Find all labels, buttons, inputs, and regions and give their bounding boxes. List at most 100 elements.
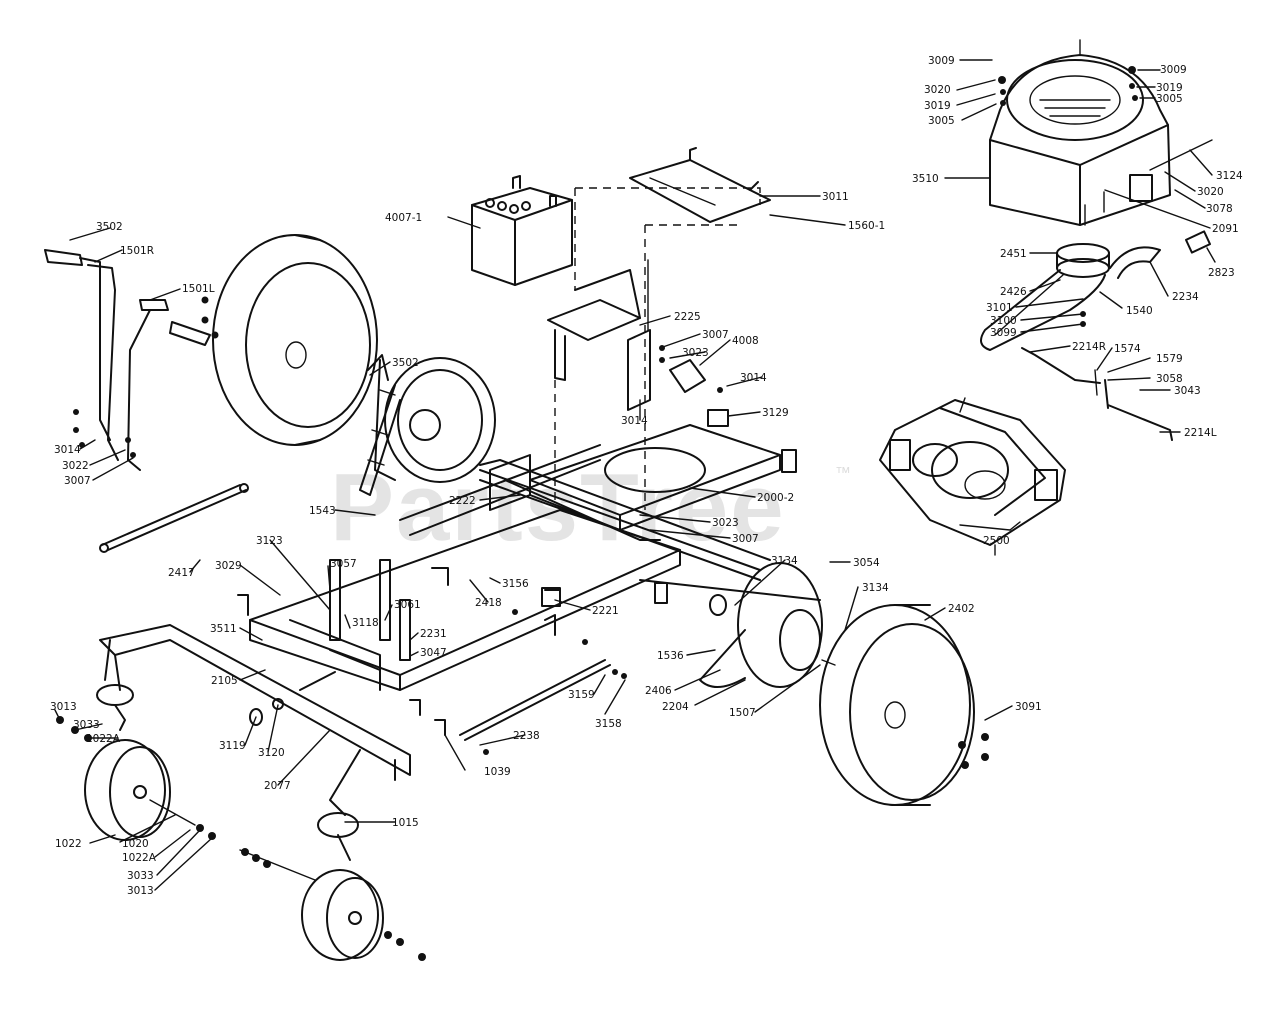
callout-4008: 4008	[732, 335, 759, 347]
misc-hardware	[237, 449, 797, 755]
callout-1560-1: 1560-1	[848, 220, 885, 232]
callout-3023: 3023	[682, 347, 709, 359]
callout-3019: 3019	[1156, 82, 1183, 94]
callout-3159: 3159	[568, 689, 595, 701]
callout-2426: 2426	[1000, 286, 1027, 298]
tie-rod	[459, 659, 611, 741]
callout-2451: 2451	[1000, 248, 1027, 260]
callout-3156: 3156	[502, 578, 529, 590]
callout-1022: 1022	[55, 838, 82, 850]
callout-3134: 3134	[771, 555, 798, 567]
callout-2406: 2406	[645, 685, 672, 697]
callout-3511: 3511	[210, 623, 237, 635]
right-pulley	[699, 562, 836, 688]
callout-3009: 3009	[1160, 64, 1187, 76]
callout-3019: 3019	[924, 100, 951, 112]
callout-3014: 3014	[740, 372, 767, 384]
callout-2077: 2077	[264, 780, 291, 792]
callout-1020: 1020	[122, 838, 149, 850]
callout-2204: 2204	[662, 701, 689, 713]
callout-3118: 3118	[352, 617, 379, 629]
seat-brackets	[627, 259, 729, 427]
callout-2418: 2418	[475, 597, 502, 609]
callout-3005: 3005	[1156, 93, 1183, 105]
callout-4007-1: 4007-1	[385, 212, 422, 224]
callout-3033: 3033	[127, 870, 154, 882]
callout-3100: 3100	[990, 315, 1017, 327]
callout-2222: 2222	[449, 495, 476, 507]
front-right-wheel	[239, 848, 426, 961]
callout-1507: 1507	[729, 707, 756, 719]
callout-2500: 2500	[983, 535, 1010, 547]
callout-3007: 3007	[732, 533, 759, 545]
callout-3502: 3502	[392, 357, 419, 369]
callout-3054: 3054	[853, 557, 880, 569]
callout-3020: 3020	[1197, 186, 1224, 198]
main-frame	[249, 424, 821, 716]
callout-2214L: 2214L	[1184, 427, 1217, 439]
callout-3029: 3029	[215, 560, 242, 572]
transaxle-assembly	[879, 397, 1066, 556]
brake-linkage	[1021, 347, 1173, 441]
callout-1501L: 1501L	[182, 283, 215, 295]
callout-3057: 3057	[330, 558, 357, 570]
callout-2231: 2231	[420, 628, 447, 640]
callout-1543: 1543	[309, 505, 336, 517]
callout-1540: 1540	[1126, 305, 1153, 317]
callout-1574: 1574	[1114, 343, 1141, 355]
watermark-trademark: ™	[835, 465, 851, 482]
callout-1015: 1015	[392, 817, 419, 829]
callout-2234: 2234	[1172, 291, 1199, 303]
front-axle	[96, 624, 411, 861]
callout-1022A: 1022A	[86, 733, 121, 745]
callout-1579: 1579	[1156, 353, 1183, 365]
callout-3007: 3007	[64, 475, 91, 487]
rod-2417	[99, 483, 249, 553]
rear-left-wheel	[201, 234, 378, 446]
callout-1039: 1039	[484, 766, 511, 778]
callout-2823: 2823	[1208, 267, 1235, 279]
callout-3020: 3020	[924, 84, 951, 96]
callout-3123: 3123	[256, 535, 283, 547]
callout-3061: 3061	[394, 599, 421, 611]
callout-3091: 3091	[1015, 701, 1042, 713]
callout-2225: 2225	[674, 311, 701, 323]
callout-3119: 3119	[219, 740, 246, 752]
callout-3013: 3013	[127, 885, 154, 897]
callout-3124: 3124	[1216, 170, 1243, 182]
callout-2417: 2417	[168, 567, 195, 579]
callout-3502: 3502	[96, 221, 123, 233]
callout-2214R: 2214R	[1072, 341, 1106, 353]
callout-3047: 3047	[420, 647, 447, 659]
callout-3078: 3078	[1206, 203, 1233, 215]
callout-3129: 3129	[762, 407, 789, 419]
engine-assembly	[989, 39, 1213, 226]
callout-1536: 1536	[657, 650, 684, 662]
callout-3058: 3058	[1156, 373, 1183, 385]
callout-3043: 3043	[1174, 385, 1201, 397]
callout-3009: 3009	[928, 55, 955, 67]
callout-3014: 3014	[621, 415, 648, 427]
callout-3099: 3099	[990, 327, 1017, 339]
callout-1022A: 1022A	[122, 852, 157, 864]
callout-3022: 3022	[62, 460, 89, 472]
callout-3011: 3011	[822, 191, 849, 203]
callout-2091: 2091	[1212, 223, 1239, 235]
callout-3033: 3033	[73, 719, 100, 731]
callout-labels: 3009 3020 3019 3005 3009 3019 3005 3510 …	[50, 55, 1243, 897]
callout-3158: 3158	[595, 718, 622, 730]
callout-3510: 3510	[912, 173, 939, 185]
callout-3014: 3014	[54, 444, 81, 456]
front-left-wheel	[56, 716, 216, 841]
callout-3013: 3013	[50, 701, 77, 713]
callout-3005: 3005	[928, 115, 955, 127]
callout-2402: 2402	[948, 603, 975, 615]
top-cover-plate	[629, 147, 771, 223]
callout-3134: 3134	[862, 582, 889, 594]
callout-2238: 2238	[513, 730, 540, 742]
control-levers	[44, 249, 211, 471]
rear-right-wheel	[819, 604, 989, 806]
callout-2221: 2221	[592, 605, 619, 617]
callout-3023: 3023	[712, 517, 739, 529]
